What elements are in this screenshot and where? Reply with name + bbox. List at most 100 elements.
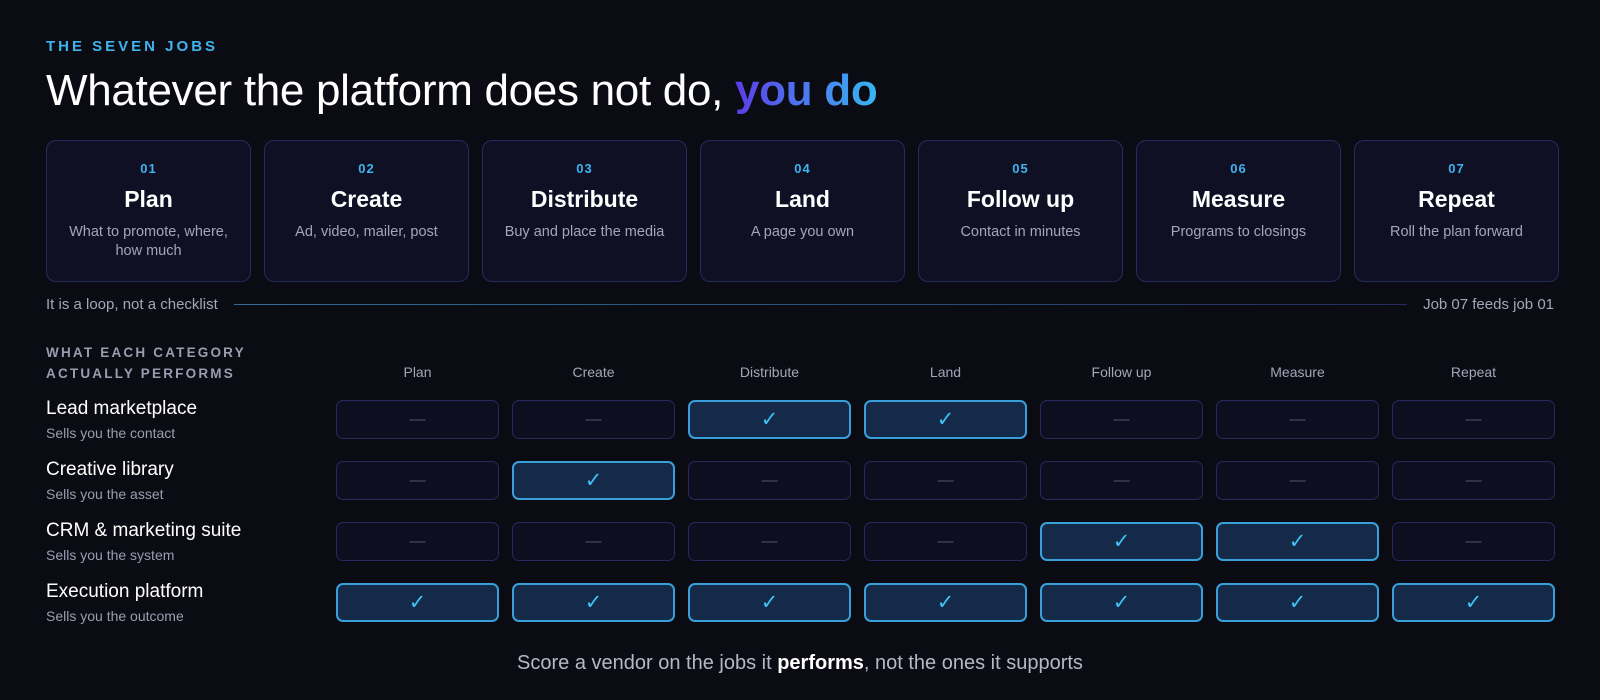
dash-icon-repeat: — — [1392, 522, 1555, 561]
column-header-land: Land — [929, 364, 962, 380]
dash-icon-repeat: — — [1392, 461, 1555, 500]
footer-text: , not the ones it supports — [863, 652, 1083, 674]
job-title: Repeat — [1418, 186, 1495, 212]
eyebrow-label: THE SEVEN JOBS — [46, 38, 219, 55]
loop-line — [233, 304, 1408, 305]
job-number: 01 — [140, 161, 157, 176]
check-icon-land: ✓ — [864, 583, 1027, 622]
row-category-name: Execution platform — [46, 581, 204, 602]
check-icon-repeat: ✓ — [1392, 583, 1555, 622]
page-headline: Whatever the platform does not do, you d… — [46, 66, 878, 116]
check-icon-measure: ✓ — [1216, 522, 1379, 561]
job-description: Programs to closings — [1170, 224, 1307, 240]
column-header-repeat: Repeat — [1450, 364, 1497, 380]
loop-connector: It is a loop, not a checklist Job 07 fee… — [46, 296, 1554, 313]
job-card-follow-up: 05 Follow up Contact in minutes — [918, 140, 1123, 282]
job-title: Distribute — [530, 186, 639, 212]
column-header-plan: Plan — [403, 364, 432, 380]
row-category-name: CRM & marketing suite — [46, 520, 242, 541]
row-cells: — ✓ — — — — — — [336, 461, 1555, 500]
matrix-title-line: ACTUALLY PERFORMS — [46, 366, 235, 381]
job-description: Contact in minutes — [960, 224, 1081, 240]
dash-icon-plan: — — [336, 400, 499, 439]
job-card-measure: 06 Measure Programs to closings — [1136, 140, 1341, 282]
headline-lead: Whatever the platform does not do, — [46, 66, 735, 115]
job-number: 02 — [358, 161, 375, 176]
job-title: Create — [330, 186, 403, 212]
check-icon-measure: ✓ — [1216, 583, 1379, 622]
dash-icon-follow-up: — — [1040, 400, 1203, 439]
job-card-repeat: 07 Repeat Roll the plan forward — [1354, 140, 1559, 282]
dash-icon-measure: — — [1216, 461, 1379, 500]
column-header-create: Create — [572, 364, 615, 380]
column-header-follow-up: Follow up — [1091, 364, 1152, 380]
check-icon-follow-up: ✓ — [1040, 522, 1203, 561]
dash-icon-create: — — [512, 522, 675, 561]
dash-icon-plan: — — [336, 461, 499, 500]
column-header-distribute: Distribute — [739, 364, 800, 380]
check-icon-follow-up: ✓ — [1040, 583, 1203, 622]
dash-icon-plan: — — [336, 522, 499, 561]
column-header-measure: Measure — [1270, 364, 1325, 380]
row-cells: — — ✓ ✓ — — — — [336, 400, 1555, 439]
dash-icon-distribute: — — [688, 461, 851, 500]
row-category-subtitle: Sells you the system — [46, 547, 175, 563]
job-description: Buy and place the media — [504, 224, 665, 240]
footer-emphasis: performs — [777, 652, 864, 674]
check-icon-distribute: ✓ — [688, 400, 851, 439]
check-icon-create: ✓ — [512, 583, 675, 622]
job-number: 04 — [794, 161, 811, 176]
job-number: 03 — [576, 161, 593, 176]
row-category-name: Lead marketplace — [46, 398, 198, 419]
row-category-subtitle: Sells you the outcome — [46, 608, 184, 624]
check-icon-land: ✓ — [864, 400, 1027, 439]
job-card-plan: 01 Plan What to promote, where, how much — [46, 140, 251, 282]
dash-icon-land: — — [864, 522, 1027, 561]
job-description: A page you own — [750, 224, 855, 240]
job-number: 05 — [1012, 161, 1029, 176]
job-description: Ad, video, mailer, post — [295, 224, 438, 240]
dash-icon-distribute: — — [688, 522, 851, 561]
job-number: 06 — [1230, 161, 1247, 176]
matrix-column-headers: Plan Create Distribute Land Follow up Me… — [336, 364, 1555, 380]
footer-text: Score a vendor on the jobs it — [517, 652, 778, 674]
row-category-name: Creative library — [46, 459, 174, 480]
check-icon-plan: ✓ — [336, 583, 499, 622]
dash-icon-land: — — [864, 461, 1027, 500]
dash-icon-measure: — — [1216, 400, 1379, 439]
job-title: Follow up — [966, 186, 1075, 212]
job-description: Roll the plan forward — [1390, 224, 1523, 240]
dash-icon-follow-up: — — [1040, 461, 1203, 500]
headline-accent: you do — [735, 66, 878, 115]
row-category-subtitle: Sells you the asset — [46, 486, 164, 502]
job-number: 07 — [1448, 161, 1465, 176]
job-description: What to promote, where, how much — [69, 224, 228, 259]
loop-caption-left: It is a loop, not a checklist — [46, 296, 218, 313]
job-card-create: 02 Create Ad, video, mailer, post — [264, 140, 469, 282]
dash-icon-create: — — [512, 400, 675, 439]
job-title: Plan — [124, 186, 173, 212]
row-cells: — — — — ✓ ✓ — — [336, 522, 1555, 561]
job-cards: 01 Plan What to promote, where, how much… — [46, 140, 1559, 282]
matrix-title: WHAT EACH CATEGORY ACTUALLY PERFORMS — [46, 342, 246, 384]
job-card-land: 04 Land A page you own — [700, 140, 905, 282]
row-category-subtitle: Sells you the contact — [46, 425, 176, 441]
job-title: Land — [775, 186, 830, 212]
loop-caption-right: Job 07 feeds job 01 — [1423, 296, 1554, 313]
job-title: Measure — [1191, 186, 1286, 212]
row-cells: ✓ ✓ ✓ ✓ ✓ ✓ ✓ — [336, 583, 1555, 622]
matrix-title-line: WHAT EACH CATEGORY — [46, 345, 246, 360]
dash-icon-repeat: — — [1392, 400, 1555, 439]
job-card-distribute: 03 Distribute Buy and place the media — [482, 140, 687, 282]
check-icon-create: ✓ — [512, 461, 675, 500]
check-icon-distribute: ✓ — [688, 583, 851, 622]
